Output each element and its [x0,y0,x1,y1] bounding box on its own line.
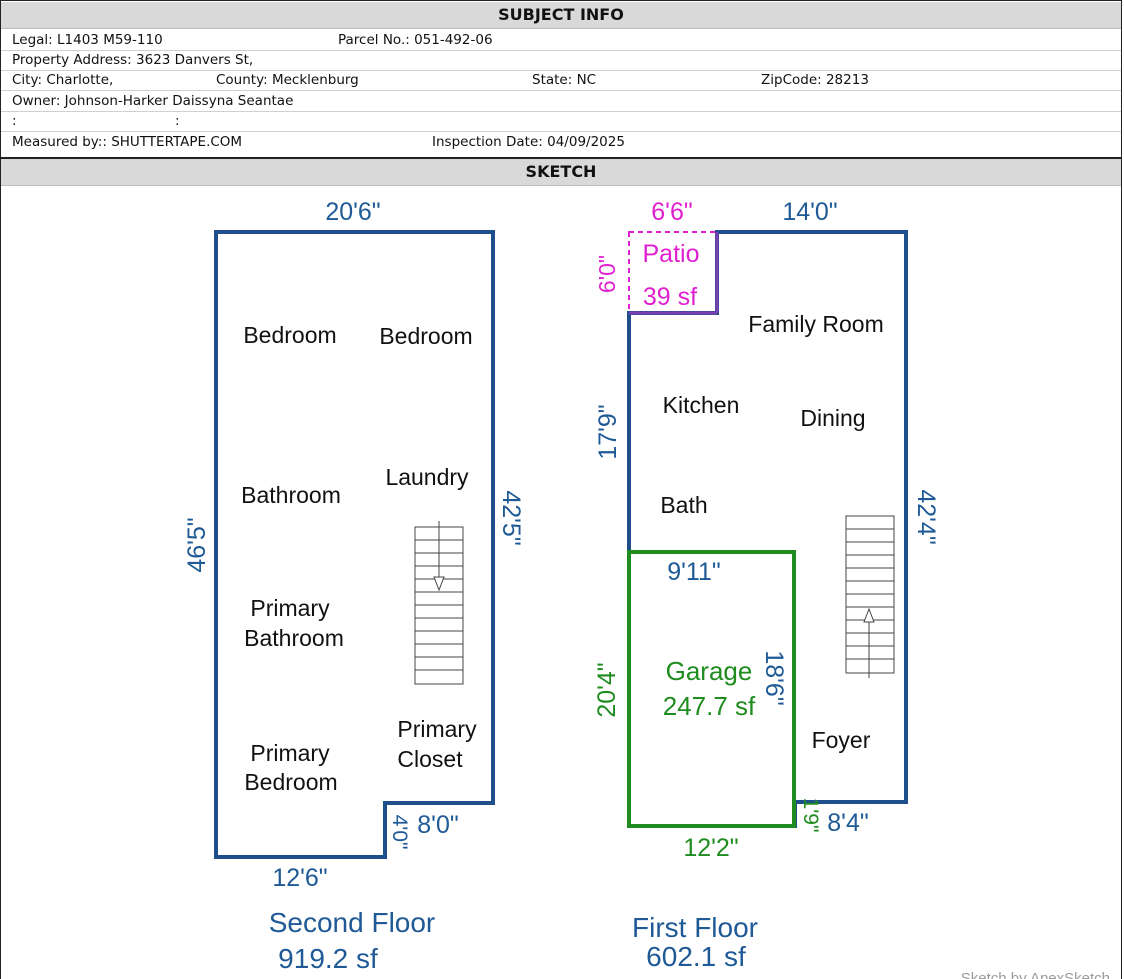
room-primary-closet-line2: Closet [397,746,463,772]
info-row-address: Property Address: 3623 Danvers St, [1,50,1121,71]
blank-field-2: : [175,113,180,129]
first-floor-name: First Floor [632,912,758,943]
first-floor-area: 602.1 sf [646,941,746,972]
room-primary-bathroom-line2: Bathroom [244,625,344,651]
patio-dim-height: 6'0" [594,255,620,293]
parcel-text: Parcel No.: 051-492-06 [338,32,493,48]
garage-area: 247.7 sf [663,691,756,721]
second-floor-name: Second Floor [269,907,436,938]
ff-dim-step-h: 8'4" [827,809,868,837]
garage-dim-top: 9'11" [667,558,721,586]
second-floor-area: 919.2 sf [278,943,378,974]
blank-field-1: : [12,113,17,129]
sf-dim-left: 46'5" [183,517,211,572]
sketch-header: SKETCH [1,157,1121,186]
sf-dim-right: 42'5" [497,490,525,545]
sf-dim-notch-v: 4'0" [388,815,411,850]
ff-dim-right: 42'4" [912,489,940,544]
patio-name: Patio [643,240,700,268]
sf-dim-bottom: 12'6" [272,864,327,892]
room-foyer: Foyer [812,727,871,753]
room-dining: Dining [800,405,865,431]
zip-text: ZipCode: 28213 [761,72,869,88]
watermark: Sketch by ApexSketch [961,970,1110,979]
room-primary-bathroom-line1: Primary [250,595,330,621]
garage-outline [627,550,796,828]
info-row-measured: Measured by:: SHUTTERTAPE.COM Inspection… [1,132,1121,152]
address-text: Property Address: 3623 Danvers St, [12,52,254,68]
room-kitchen: Kitchen [663,392,740,418]
ff-dim-step-v: 1'9" [799,798,822,833]
sf-dim-notch-h: 8'0" [417,811,458,839]
patio-area: 39 sf [643,283,697,311]
second-floor-outline [214,230,495,859]
room-bedroom-2: Bedroom [379,323,472,349]
patio-dim-width: 6'6" [651,198,692,226]
room-laundry: Laundry [385,464,469,490]
room-bedroom-1: Bedroom [243,322,336,348]
room-primary-bedroom-line1: Primary [250,740,330,766]
garage-dim-right: 18'6" [760,650,788,705]
ff-dim-left: 17'9" [594,404,622,459]
info-row-blank: : : [1,111,1121,132]
subject-info-header: SUBJECT INFO [1,2,1121,29]
info-row-city: City: Charlotte, County: Mecklenburg Sta… [1,70,1121,91]
county-text: County: Mecklenburg [216,72,359,88]
city-text: City: Charlotte, [12,72,114,88]
first-floor-stairs [845,515,895,678]
info-row-legal: Legal: L1403 M59-110 Parcel No.: 051-492… [1,30,1121,51]
info-row-owner: Owner: Johnson-Harker Daissyna Seantae [1,91,1121,112]
inspection-text: Inspection Date: 04/09/2025 [432,134,625,150]
ff-dim-top: 14'0" [782,198,837,226]
room-primary-closet-line1: Primary [397,716,477,742]
garage-dim-bottom: 12'2" [683,834,738,862]
first-floor: 14'0" 17'9" 42'4" 9'11" 18'6" 8'4" 6'6" … [593,198,940,972]
sf-dim-top: 20'6" [325,198,380,226]
owner-text: Owner: Johnson-Harker Daissyna Seantae [12,93,294,109]
room-family-room: Family Room [748,311,883,337]
room-bathroom: Bathroom [241,482,341,508]
room-primary-bedroom-line2: Bedroom [244,769,337,795]
second-floor-stairs [414,521,464,685]
garage-dim-left: 20'4" [593,662,621,717]
room-bath: Bath [660,492,707,518]
second-floor: 20'6" 46'5" 42'5" 12'6" 8'0" 4'0" Bedroo… [183,198,525,974]
legal-text: Legal: L1403 M59-110 [12,32,163,48]
state-text: State: NC [532,72,597,88]
measured-text: Measured by:: SHUTTERTAPE.COM [12,134,243,150]
garage-name: Garage [666,656,753,686]
